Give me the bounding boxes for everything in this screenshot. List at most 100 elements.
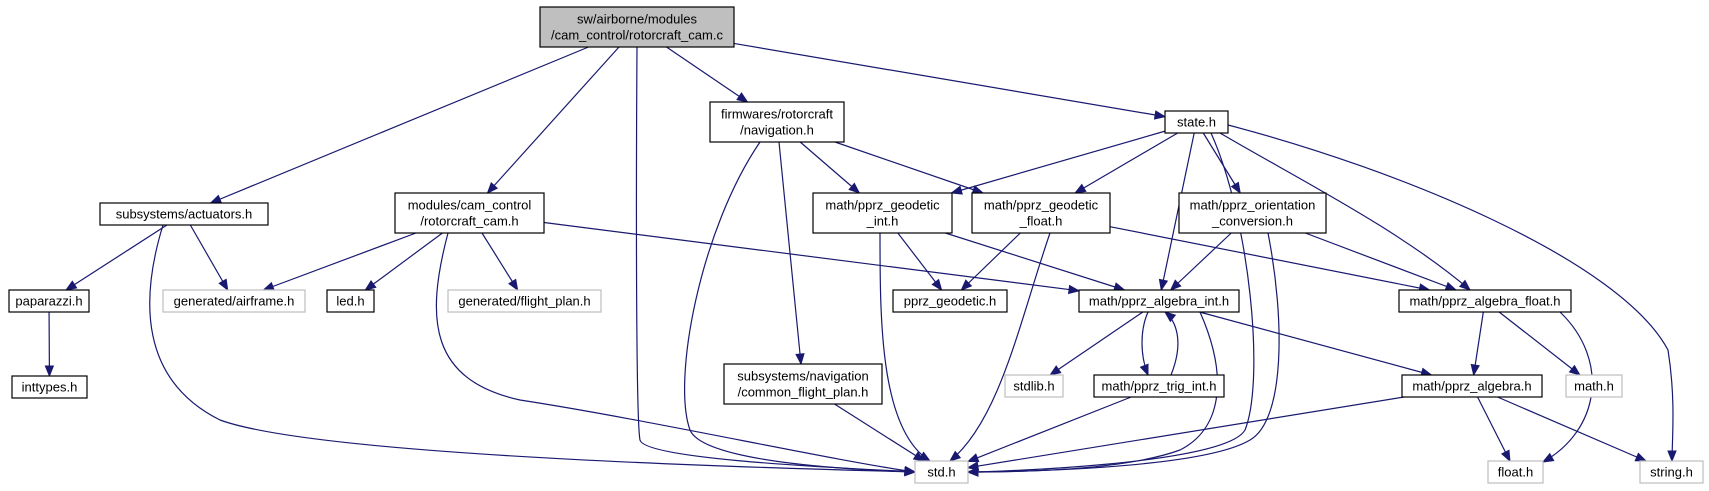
arrowhead [1541,452,1555,463]
edge-line [778,141,802,365]
edge-alg-to-std [966,396,1405,471]
edge-camh-to-led [364,232,443,291]
node-geoint[interactable]: math/pprz_geodetic_int.h [812,192,953,234]
node-label: math/pprz_geodetic [825,198,940,213]
node-box[interactable] [971,192,1111,234]
node-led[interactable]: led.h [326,289,375,313]
node-box[interactable] [1004,374,1064,398]
node-label: modules/cam_control [408,198,532,213]
node-box[interactable] [1487,460,1544,484]
edge-root-to-camh [486,46,620,195]
node-math[interactable]: math.h [1565,374,1623,398]
node-box[interactable] [1639,460,1704,484]
node-box[interactable] [914,460,969,484]
arrowhead [486,182,499,195]
arrowhead [795,353,805,366]
node-box[interactable] [8,289,90,313]
node-pprzgeo[interactable]: pprz_geodetic.h [892,289,1008,313]
node-box[interactable] [892,289,1008,313]
node-inttypes[interactable]: inttypes.h [11,375,88,399]
node-box[interactable] [1398,289,1572,313]
node-commonfp[interactable]: subsystems/navigation/common_flight_plan… [723,363,883,405]
node-box[interactable] [1401,374,1543,398]
node-box[interactable] [812,192,953,234]
node-box[interactable] [723,363,883,405]
node-box[interactable] [539,6,735,48]
edge-paparazzi-to-inttypes [44,311,55,378]
edge-line [543,221,1080,292]
edge-camh-to-std [435,232,917,476]
edge-line [967,232,1280,473]
node-box[interactable] [1178,192,1327,234]
node-box[interactable] [447,289,602,313]
edge-line [733,42,1166,118]
edge-line [949,232,1051,462]
arrowhead [966,453,980,463]
node-label: subsystems/actuators.h [116,207,253,222]
arrowhead [1049,365,1062,376]
node-flightplan[interactable]: generated/flight_plan.h [447,289,602,313]
node-algfloat[interactable]: math/pprz_algebra_float.h [1398,289,1572,313]
node-label: math/pprz_algebra_int.h [1089,294,1229,309]
node-nav[interactable]: firmwares/rotorcraft/navigation.h [709,101,845,143]
edges-layer [44,42,1677,477]
node-label: paparazzi.h [15,294,82,309]
arrowhead [1634,452,1648,462]
node-label: math/pprz_algebra.h [1412,379,1531,394]
edge-line [945,232,1125,291]
node-orient[interactable]: math/pprz_orientation_conversion.h [1178,192,1327,234]
edge-state-to-orient [1202,132,1241,195]
node-camh[interactable]: modules/cam_control/rotorcraft_cam.h [394,192,545,234]
node-actuators[interactable]: subsystems/actuators.h [99,202,269,226]
edge-state-to-algint [1158,132,1195,292]
node-box[interactable] [11,375,88,399]
edge-line [263,232,417,291]
node-string[interactable]: string.h [1639,460,1704,484]
node-box[interactable] [162,289,306,313]
node-box[interactable] [326,289,375,313]
node-stdlib[interactable]: stdlib.h [1004,374,1064,398]
arrowhead [903,465,917,476]
edge-root-to-nav [666,46,749,103]
node-box[interactable] [709,101,845,143]
node-paparazzi[interactable]: paparazzi.h [8,289,90,313]
node-trigint[interactable]: math/pprz_trig_int.h [1093,374,1225,398]
node-box[interactable] [1164,110,1229,134]
node-std[interactable]: std.h [914,460,969,484]
node-geofloat[interactable]: math/pprz_geodetic_float.h [971,192,1111,234]
node-float[interactable]: float.h [1487,460,1544,484]
edge-camh-to-airframe [262,232,417,291]
node-label: pprz_geodetic.h [904,294,997,309]
edge-orient-to-algint [1169,232,1232,291]
node-airframe[interactable]: generated/airframe.h [162,289,306,313]
edge-line [967,396,1132,463]
node-label: firmwares/rotorcraft [721,107,833,122]
edge-trigint-to-algint [1163,311,1179,376]
node-state[interactable]: state.h [1164,110,1229,134]
edge-line [967,396,1405,469]
node-alg[interactable]: math/pprz_algebra.h [1401,374,1543,398]
arrowhead [848,182,861,194]
arrowhead [262,281,275,291]
edge-nav-to-commonfp [778,141,805,366]
node-box[interactable] [1093,374,1225,398]
edge-line [1049,311,1144,376]
edge-geofloat-to-algfloat [1109,226,1431,293]
nodes-layer: sw/airborne/modules/cam_control/rotorcra… [8,6,1704,484]
edge-algint-to-alg [1199,311,1433,377]
node-algint[interactable]: math/pprz_algebra_int.h [1078,289,1240,313]
node-root[interactable]: sw/airborne/modules/cam_control/rotorcra… [539,6,735,48]
node-box[interactable] [1078,289,1240,313]
edge-line [879,232,931,462]
node-label: stdlib.h [1013,379,1054,394]
arrowhead [1067,284,1081,295]
edge-line [967,311,1218,473]
node-box[interactable] [1565,374,1623,398]
node-label: /rotorcraft_cam.h [420,214,518,229]
node-box[interactable] [99,202,269,226]
edge-line [1498,311,1581,376]
arrowhead [1074,183,1087,194]
node-label: sw/airborne/modules [577,12,697,27]
edge-line [1477,396,1511,462]
node-box[interactable] [394,192,545,234]
